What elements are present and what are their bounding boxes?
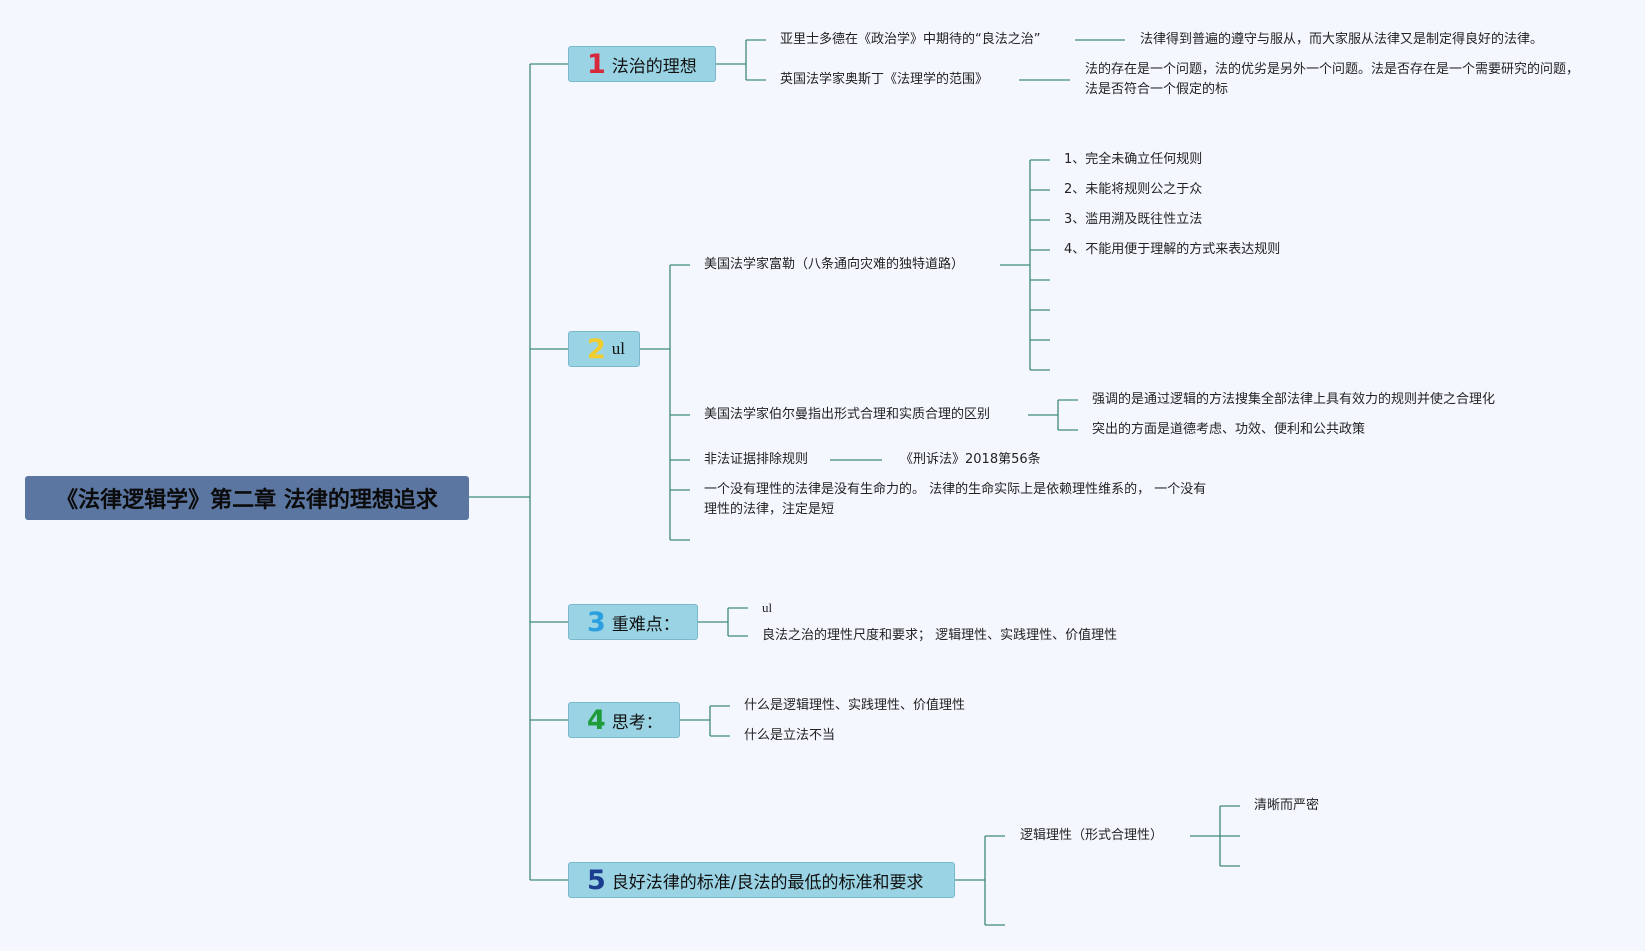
- fuller-item-4[interactable]: 4、不能用便于理解的方式来表达规则: [1064, 242, 1281, 257]
- topic-2-label: ul: [611, 339, 626, 358]
- topic-1-child-2-detail[interactable]: 法的存在是一个问题，法的优劣是另外一个问题。法是否存在是一个需要研究的问题，法是…: [1085, 62, 1580, 97]
- fuller-item-2[interactable]: 2、未能将规则公之于众: [1064, 182, 1203, 197]
- fuller-item-1[interactable]: 1、完全未确立任何规则: [1064, 152, 1203, 167]
- topic-5-label: 良好法律的标准/良法的最低的标准和要求: [611, 872, 924, 893]
- topic-2-node[interactable]: 2 ul: [568, 331, 640, 367]
- logical-reason-item-1[interactable]: 清晰而严密: [1254, 798, 1320, 813]
- topic-2-child-exclusion-rule[interactable]: 非法证据排除规则: [704, 452, 809, 467]
- topic-5-node[interactable]: 5 良好法律的标准/良法的最低的标准和要求: [568, 862, 955, 898]
- topic-4-child-1[interactable]: 什么是逻辑理性、实践理性、价值理性: [744, 698, 966, 713]
- topic-1-number: 1: [587, 48, 606, 80]
- topic-5-number: 5: [587, 864, 606, 896]
- topic-4-number: 4: [587, 704, 606, 736]
- berman-item-1[interactable]: 强调的是通过逻辑的方法搜集全部法律上具有效力的规则并使之合理化: [1092, 392, 1496, 407]
- topic-1-child-1-detail[interactable]: 法律得到普遍的遵守与服从，而大家服从法律又是制定得良好的法律。: [1140, 32, 1544, 47]
- root-title: 《法律逻辑学》第二章 法律的理想追求: [56, 488, 438, 513]
- topic-1-label: 法治的理想: [611, 56, 697, 77]
- topic-3-child-1[interactable]: ul: [762, 600, 773, 615]
- topic-1-child-1[interactable]: 亚里士多德在《政治学》中期待的“良法之治”: [780, 32, 1041, 47]
- topic-4-label: 思考：: [611, 712, 663, 733]
- root-node[interactable]: 《法律逻辑学》第二章 法律的理想追求: [25, 476, 469, 520]
- topic-3-node[interactable]: 3 重难点：: [568, 604, 698, 640]
- topic-5-child-logical-reason[interactable]: 逻辑理性（形式合理性）: [1020, 828, 1164, 843]
- berman-item-2[interactable]: 突出的方面是道德考虑、功效、便利和公共政策: [1092, 422, 1366, 437]
- topic-2-number: 2: [587, 333, 606, 365]
- topic-3-label: 重难点：: [611, 614, 680, 635]
- fuller-item-3[interactable]: 3、滥用溯及既往性立法: [1064, 212, 1203, 227]
- topic-2-child-reason-quote[interactable]: 一个没有理性的法律是没有生命力的。 法律的生命实际上是依赖理性维系的， 一个没有…: [704, 482, 1207, 517]
- topic-3-number: 3: [587, 606, 606, 638]
- topic-4-child-2[interactable]: 什么是立法不当: [744, 728, 836, 743]
- exclusion-rule-detail[interactable]: 《刑诉法》2018第56条: [900, 452, 1041, 467]
- topic-1-node[interactable]: 1 法治的理想: [568, 46, 716, 82]
- topic-1-child-2[interactable]: 英国法学家奥斯丁《法理学的范围》: [780, 72, 989, 87]
- topic-3-child-2[interactable]: 良法之治的理性尺度和要求； 逻辑理性、实践理性、价值理性: [762, 628, 1118, 643]
- topic-2-child-berman[interactable]: 美国法学家伯尔曼指出形式合理和实质合理的区别: [704, 407, 991, 422]
- topic-2-child-fuller[interactable]: 美国法学家富勒（八条通向灾难的独特道路）: [704, 257, 965, 272]
- topic-4-node[interactable]: 4 思考：: [568, 702, 680, 738]
